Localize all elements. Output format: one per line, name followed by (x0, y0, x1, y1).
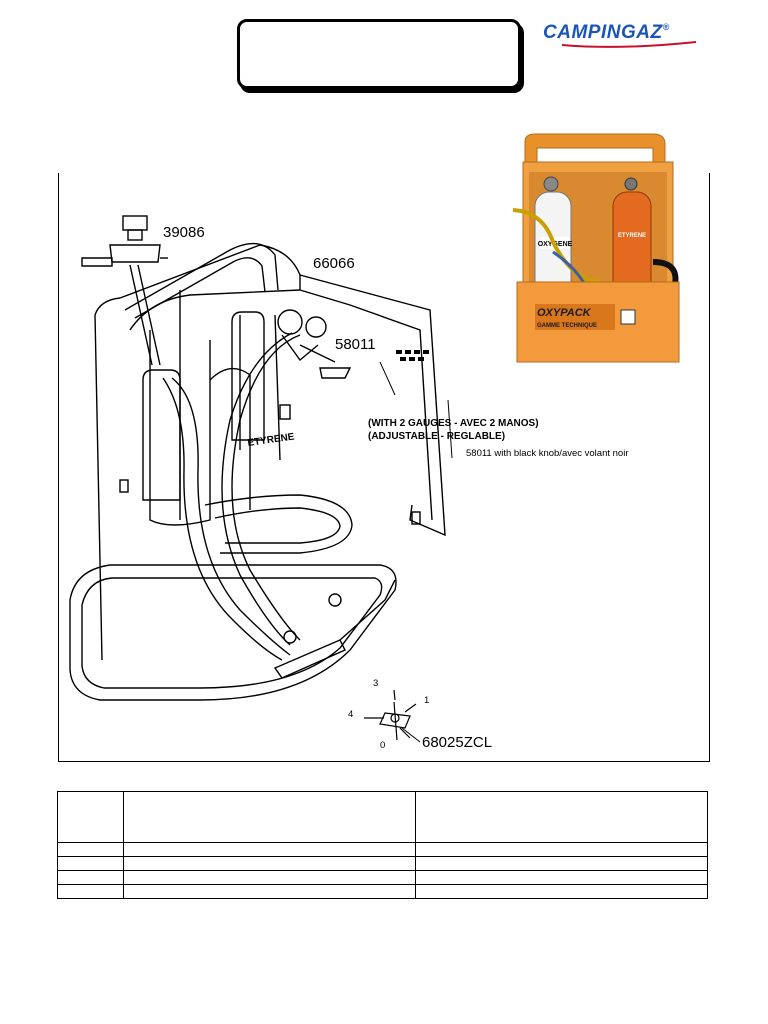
adjustable-note: (ADJUSTABLE - REGLABLE) (368, 431, 506, 442)
table-row (57, 870, 708, 885)
parts-table (57, 791, 708, 899)
diagram-frame (58, 173, 710, 762)
table-cell (415, 842, 708, 857)
nozzle-position-4: 4 (348, 709, 354, 720)
nozzle-position-0: 0 (380, 740, 386, 751)
table-cell (57, 870, 124, 885)
table-cell (57, 884, 124, 899)
table-header-row (57, 791, 708, 843)
table-cell (123, 884, 416, 899)
panel-sublabel: GAMME TECHNIQUE (537, 323, 597, 329)
part-label-68025ZCL: 68025ZCL (422, 734, 493, 751)
logo-swoosh-icon (561, 41, 697, 48)
table-cell (415, 884, 708, 899)
cylinder-right-label: ETYRENE (618, 233, 646, 239)
panel-label: OXYPACK (537, 307, 592, 319)
part-label-66066: 66066 (313, 255, 355, 272)
black-knob-note: 58011 with black knob/avec volant noir (466, 448, 629, 459)
part-label-39086: 39086 (163, 224, 205, 241)
logo-text: CAMPINGAZ (543, 22, 663, 43)
title-box (237, 19, 521, 89)
gauges-note: (WITH 2 GAUGES - AVEC 2 MANOS) (368, 418, 539, 429)
diagram-cylinder-label: ETYRENE (247, 431, 296, 449)
nozzle-set-icon (364, 689, 417, 741)
table-cell (57, 856, 124, 871)
table-cell (415, 791, 708, 843)
registered-mark: ® (662, 22, 670, 32)
table-cell (123, 856, 416, 871)
part-label-58011: 58011 (335, 336, 376, 353)
campingaz-logo: CAMPINGAZ® (543, 22, 670, 44)
table-cell (57, 842, 124, 857)
table-cell (415, 870, 708, 885)
table-row (57, 884, 708, 899)
table-cell (415, 856, 708, 871)
table-cell (57, 791, 124, 843)
nozzle-position-3: 3 (373, 678, 379, 689)
table-cell (123, 842, 416, 857)
product-photo: OXYGENE ETYRENE OXYPACK GAMME TECHNIQUE (513, 132, 689, 368)
table-row (57, 842, 708, 857)
nozzle-position-1: 1 (424, 695, 430, 706)
table-cell (123, 870, 416, 885)
table-row (57, 856, 708, 871)
table-cell (123, 791, 416, 843)
